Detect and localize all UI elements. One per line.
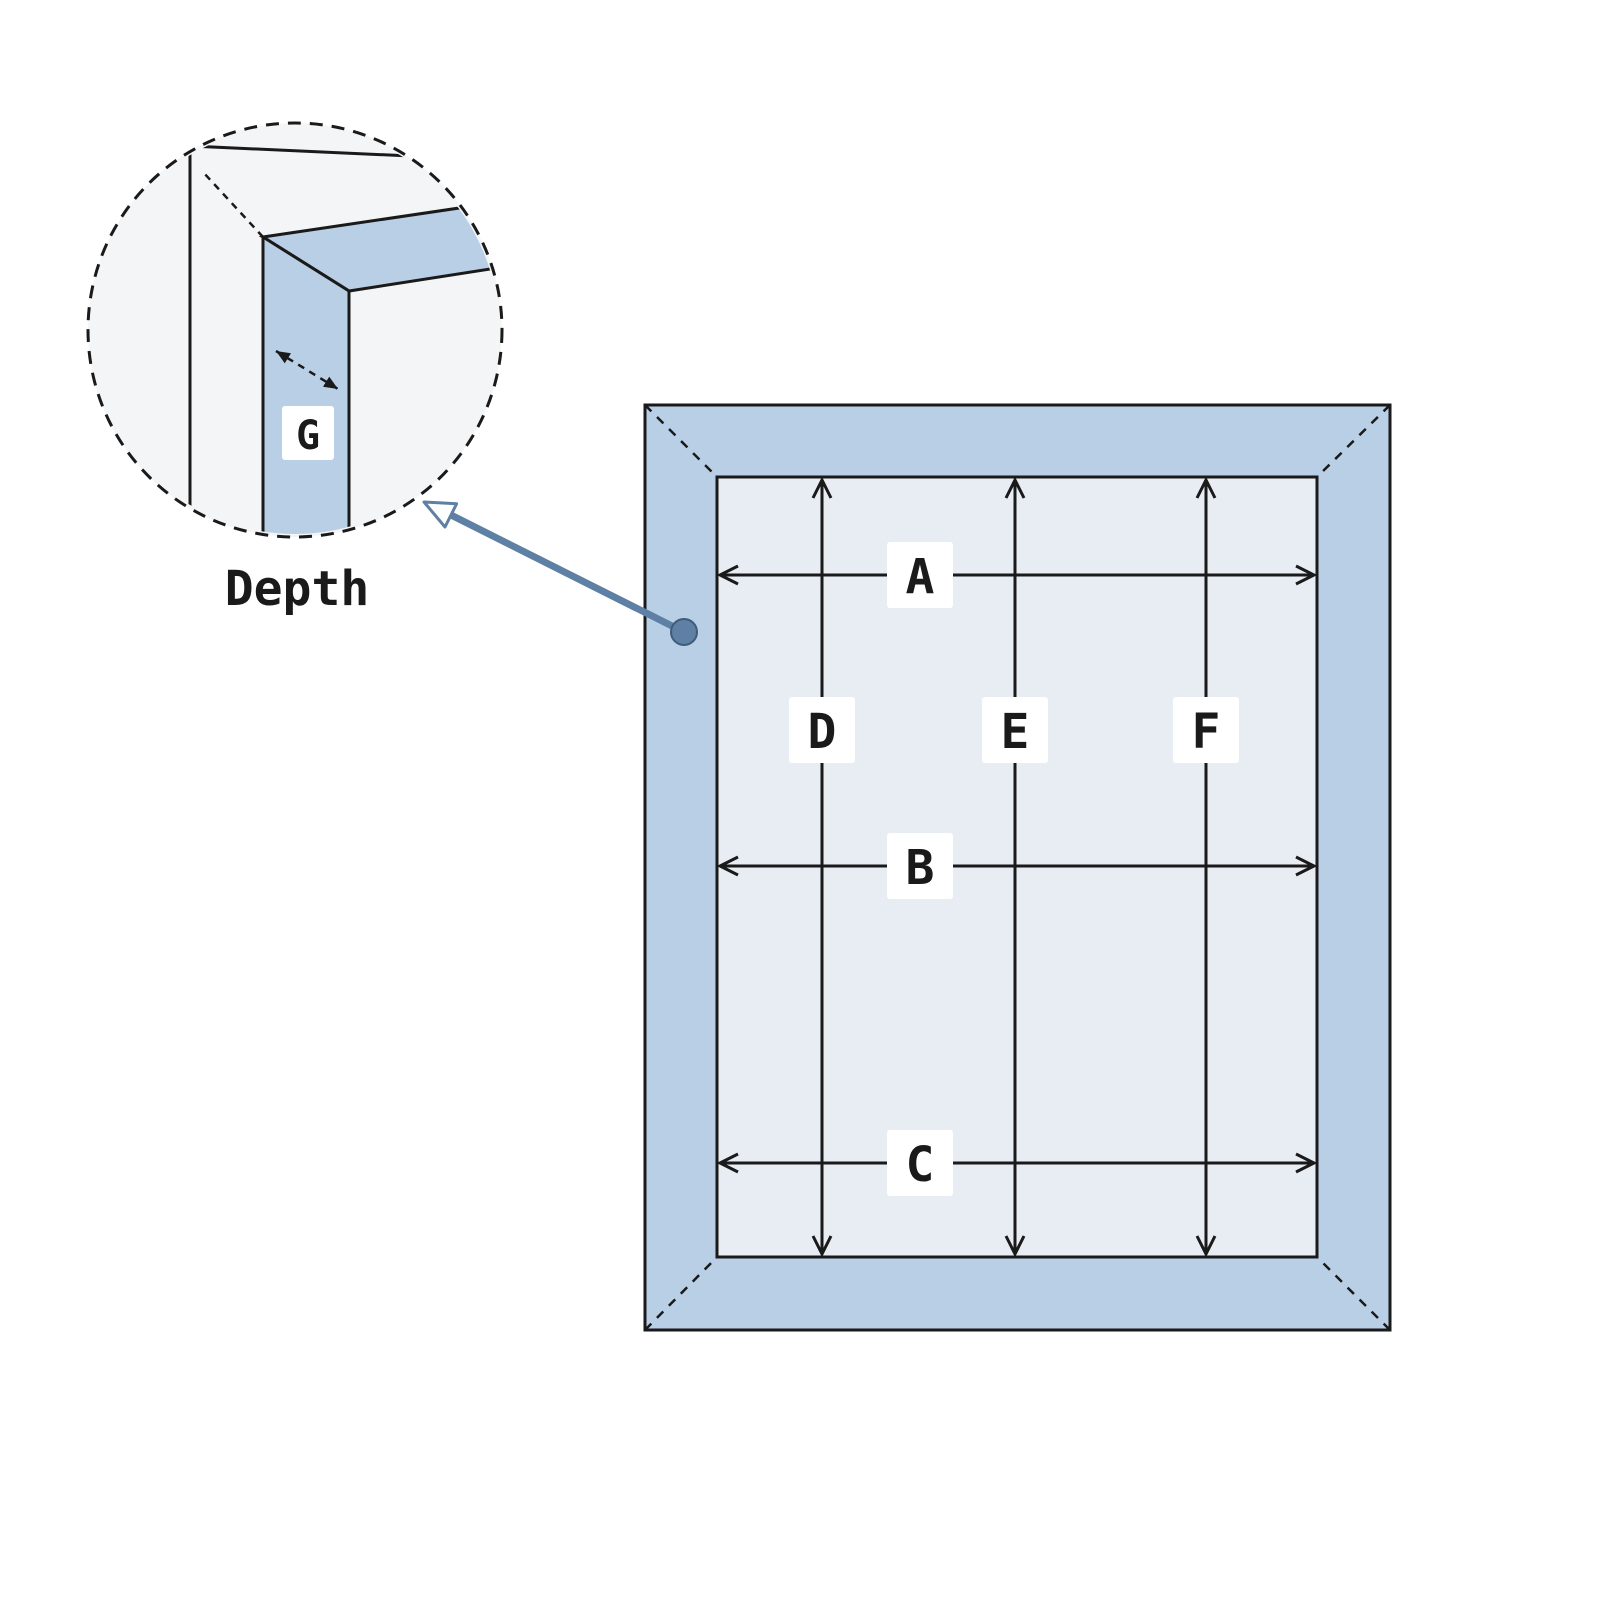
label-height-middle: E — [982, 697, 1048, 763]
miter-bottom-right — [1316, 1256, 1391, 1331]
inset-hidden-edge — [202, 171, 264, 238]
label-width-bottom: C — [887, 1130, 953, 1196]
label-box-d — [789, 697, 855, 763]
label-height-left: D — [789, 697, 855, 763]
callout-anchor-dot — [670, 618, 698, 646]
label-text-d: D — [808, 704, 837, 760]
inset-content: G — [188, 144, 499, 534]
inset-frame-front-face — [261, 234, 351, 534]
measurement-arrows — [716, 476, 1318, 1258]
label-text-g: G — [296, 413, 320, 459]
measurement-labels: A B C D E F — [789, 542, 1239, 1196]
label-box-f — [1173, 697, 1239, 763]
label-text-a: A — [906, 549, 935, 605]
label-text-c: C — [906, 1137, 935, 1193]
callout-line — [447, 511, 688, 636]
label-text-b: B — [906, 840, 935, 896]
miter-bottom-left — [644, 1256, 718, 1331]
depth-detail-inset: G Depth — [86, 121, 504, 617]
label-box-e — [982, 697, 1048, 763]
label-width-top: A — [887, 542, 953, 608]
miter-top-right — [1316, 404, 1391, 478]
label-text-f: F — [1192, 704, 1221, 760]
frame-miter-joints — [644, 404, 1391, 1331]
label-box-c — [887, 1130, 953, 1196]
label-box-a — [887, 542, 953, 608]
label-height-right: F — [1173, 697, 1239, 763]
depth-caption: Depth — [225, 561, 370, 617]
callout-arrow — [422, 500, 698, 646]
callout-arrowhead — [422, 500, 459, 529]
label-text-e: E — [1001, 704, 1030, 760]
label-box-b — [887, 833, 953, 899]
label-box-g — [282, 406, 334, 460]
label-width-middle: B — [887, 833, 953, 899]
